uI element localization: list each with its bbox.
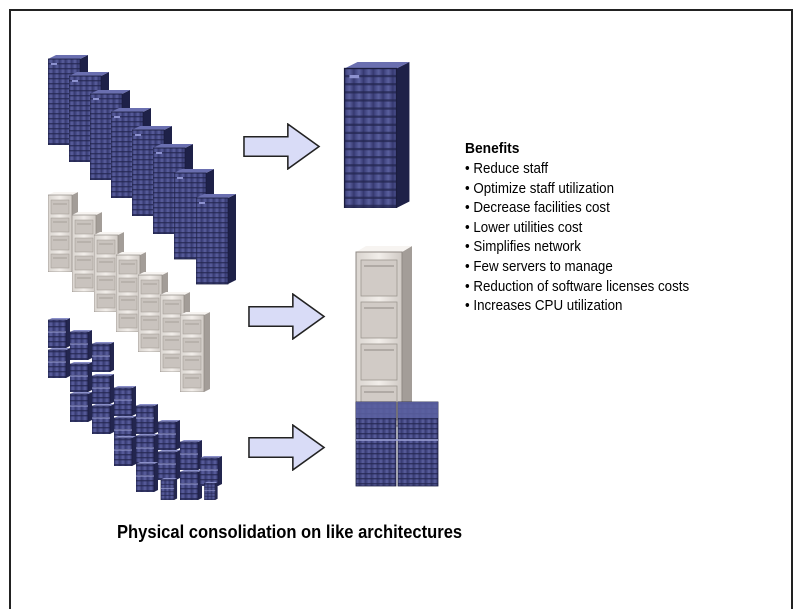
twin-blue-server-icon [355, 401, 439, 487]
list-item: Simplifies network [465, 238, 689, 258]
benefits-heading: Benefits [465, 140, 520, 157]
list-item: Few servers to manage [465, 258, 689, 278]
list-item: Optimize staff utilization [465, 180, 689, 200]
right-arrow-icon [248, 293, 325, 340]
benefits-box: Benefits Reduce staff Optimize staff uti… [465, 140, 709, 317]
beige-rack-server-icon [355, 246, 412, 427]
consolidation-diagram [48, 55, 439, 500]
list-item: Lower utilities cost [465, 219, 689, 239]
list-item: Decrease facilities cost [465, 199, 689, 219]
list-item: Increases CPU utilization [465, 297, 689, 317]
right-arrow-icon [243, 123, 320, 170]
list-item: Reduction of software licenses costs [465, 278, 689, 298]
list-item: Reduce staff [465, 160, 689, 180]
diagram-caption: Physical consolidation on like architect… [117, 522, 463, 542]
right-arrow-icon [248, 424, 325, 471]
benefits-list: Reduce staff Optimize staff utilization … [465, 160, 709, 317]
large-blue-rack-server-icon [343, 62, 411, 208]
slide-frame [9, 9, 793, 609]
